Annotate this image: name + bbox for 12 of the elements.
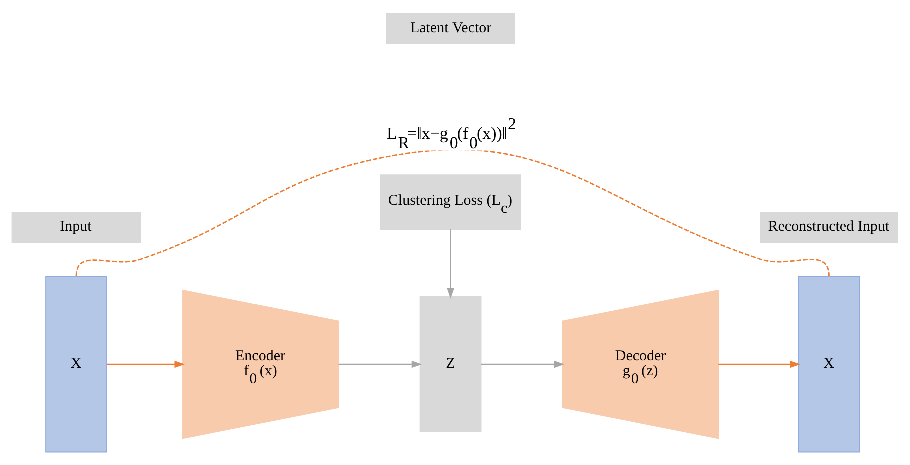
node-box: X bbox=[798, 276, 860, 452]
node-box: Reconstructed Input bbox=[760, 212, 898, 243]
arrow bbox=[107, 360, 186, 368]
node-box: X bbox=[46, 276, 108, 452]
arrow bbox=[338, 360, 422, 368]
arrow bbox=[482, 360, 565, 368]
node-box: Z bbox=[420, 296, 482, 432]
node-box: Input bbox=[12, 212, 142, 243]
arrow bbox=[718, 360, 801, 368]
node-box: Latent Vector bbox=[386, 12, 516, 44]
connector bbox=[76, 148, 830, 276]
arrow bbox=[447, 229, 454, 298]
